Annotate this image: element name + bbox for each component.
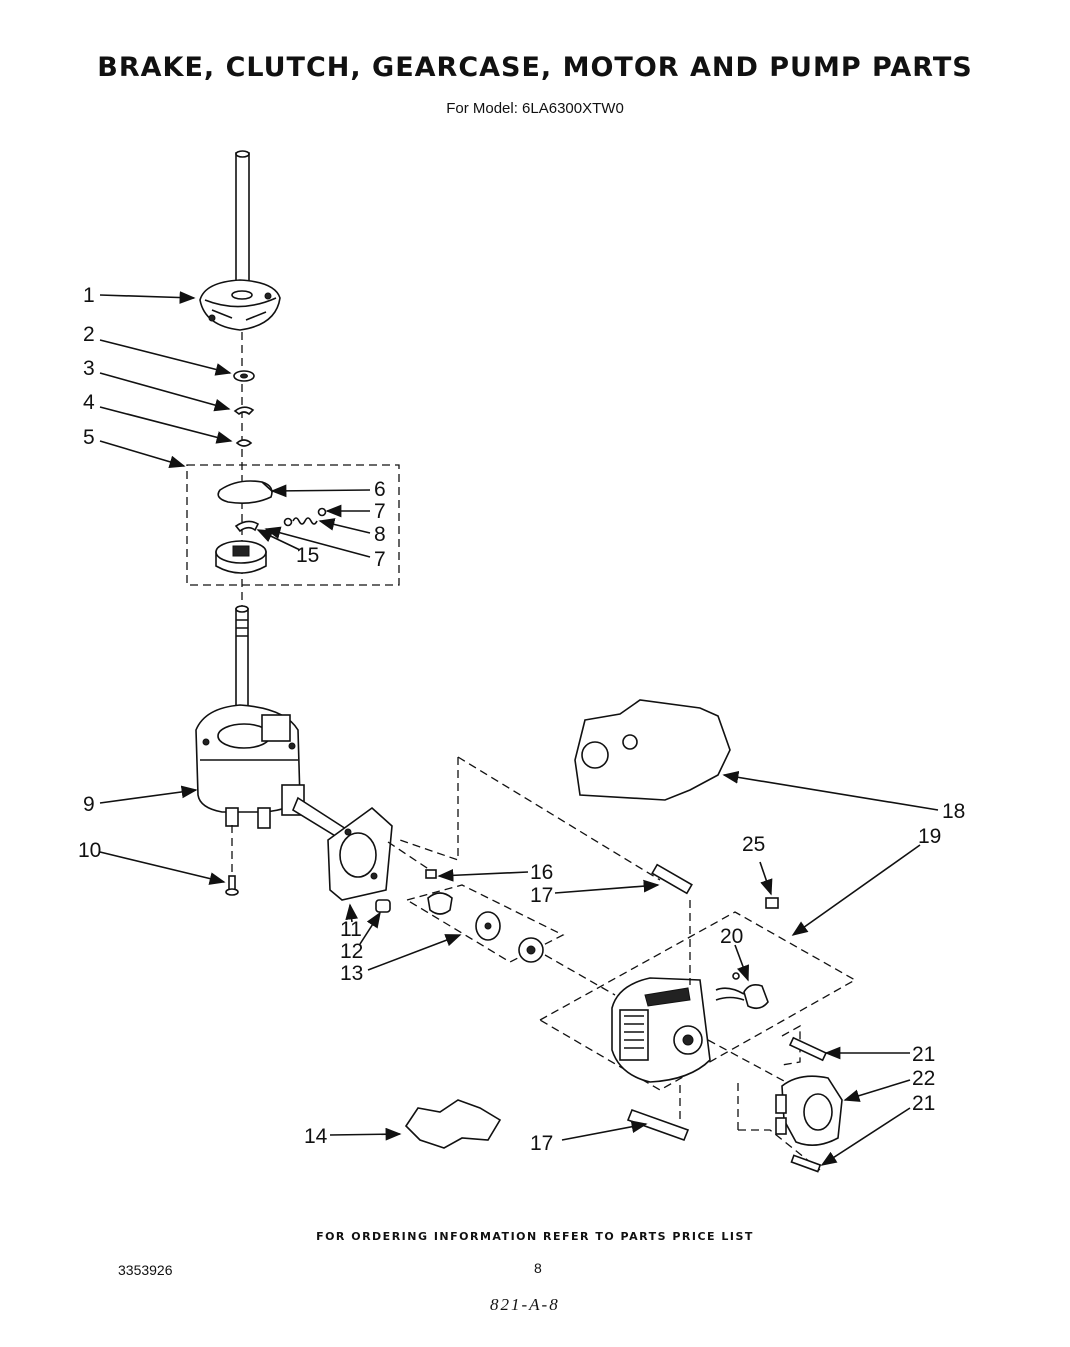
callout-7-lower: 7 [374, 548, 386, 571]
callout-21-upper: 21 [912, 1043, 935, 1066]
ordering-info-note: FOR ORDERING INFORMATION REFER TO PARTS … [316, 1230, 754, 1243]
clutch-hub [215, 540, 267, 574]
callout-7-upper: 7 [374, 500, 386, 523]
cover-part-14 [404, 1099, 502, 1149]
clutch-assembly-box [186, 464, 400, 586]
page-title: BRAKE, CLUTCH, GEARCASE, MOTOR AND PUMP … [97, 52, 973, 83]
screw-part-25 [765, 897, 779, 909]
spring-clip-part-15 [234, 520, 260, 533]
callout-20: 20 [720, 925, 743, 948]
handwritten-code: 821-A-8 [490, 1295, 560, 1314]
gearcase-part-9 [195, 704, 362, 850]
brake-assembly [199, 279, 281, 331]
agitator-shaft-upper [235, 150, 250, 294]
nut-part-12 [375, 899, 391, 913]
motor-mount-plate-part-11 [327, 806, 393, 901]
callout-25: 25 [742, 833, 765, 856]
callout-17-upper: 17 [530, 884, 553, 907]
model-subtitle: For Model: 6LA6300XTW0 [446, 100, 624, 117]
callout-6: 6 [374, 478, 386, 501]
callout-13: 13 [340, 962, 363, 985]
callout-18: 18 [942, 800, 965, 823]
page-number: 8 [534, 1260, 542, 1276]
coupling-disc-part-13b [475, 911, 501, 941]
callout-1: 1 [83, 284, 95, 307]
coupling-group-box [405, 884, 565, 963]
callout-4: 4 [83, 391, 95, 414]
callout-9: 9 [83, 793, 95, 816]
bolt-part-16 [425, 869, 437, 879]
motor-assembly-box [538, 911, 857, 1091]
callout-17-lower: 17 [530, 1132, 553, 1155]
callout-21-lower: 21 [912, 1092, 935, 1115]
callout-5: 5 [83, 426, 95, 449]
switch-part-20 [715, 972, 769, 1010]
retaining-ring-part-3 [233, 406, 255, 416]
bolt-part-10 [225, 875, 239, 896]
coupling-half-part-13c [518, 937, 544, 963]
hose-part-17b [626, 1108, 690, 1142]
pump-clip-part-21a [788, 1036, 828, 1062]
callout-2: 2 [83, 323, 95, 346]
hose-part-17a [651, 863, 693, 895]
callout-19: 19 [918, 825, 941, 848]
callout-22: 22 [912, 1067, 935, 1090]
agitator-shaft-lower [235, 605, 249, 710]
pump-part-22 [775, 1075, 843, 1146]
callout-10: 10 [78, 839, 101, 862]
callout-3: 3 [83, 357, 95, 380]
callout-leaders [99, 291, 939, 1166]
callout-12: 12 [340, 940, 363, 963]
clip-part-4 [235, 439, 253, 447]
spring-part-8 [283, 507, 327, 527]
callout-16: 16 [530, 861, 553, 884]
callout-8: 8 [374, 523, 386, 546]
coupling-half-part-13a [427, 892, 453, 915]
callout-14: 14 [304, 1125, 328, 1148]
callout-15: 15 [296, 544, 319, 567]
callout-11: 11 [340, 918, 362, 941]
pump-clip-part-21b [790, 1154, 822, 1173]
document-number: 3353926 [118, 1262, 173, 1278]
gasket-part-18 [574, 699, 731, 801]
motor-part-19 [611, 977, 711, 1083]
